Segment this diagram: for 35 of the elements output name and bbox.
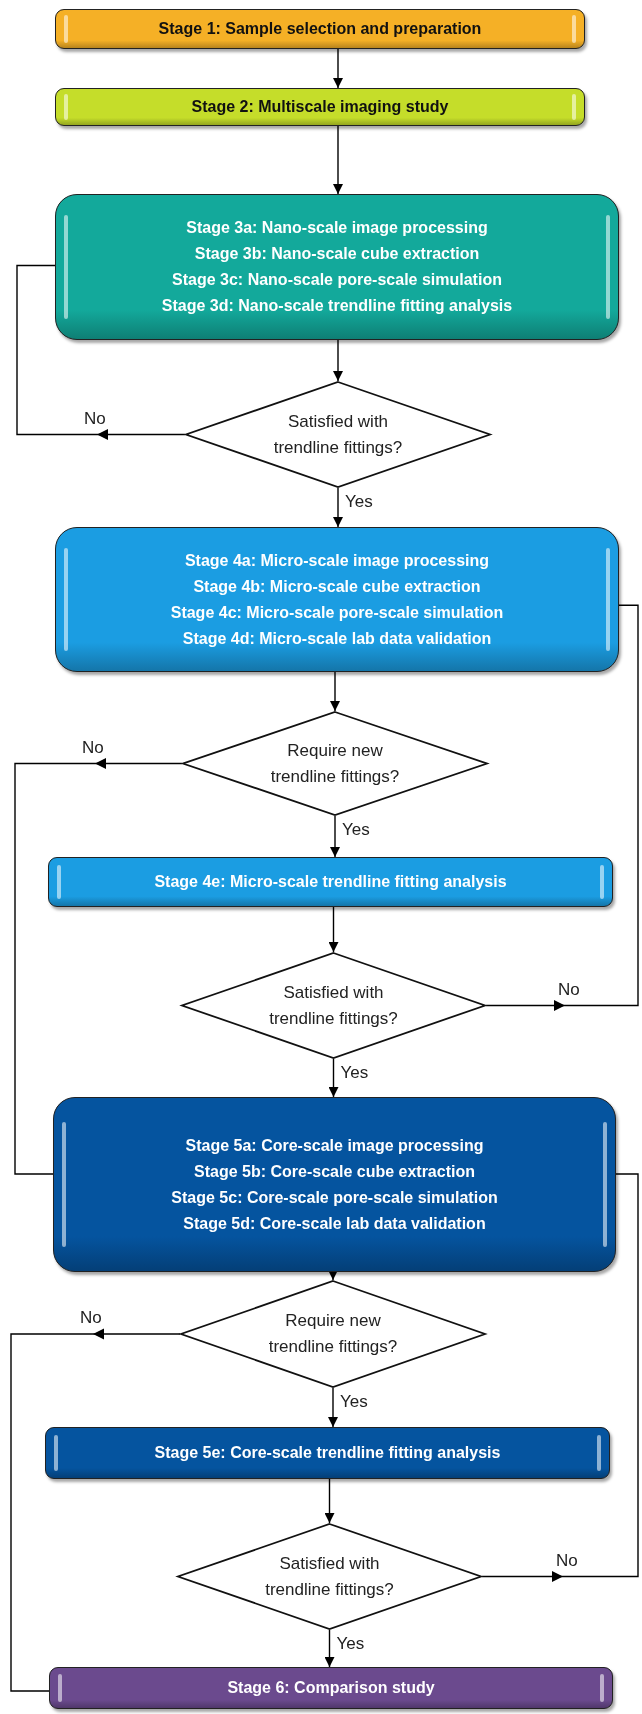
process-box	[55, 527, 619, 672]
process-box	[45, 1427, 610, 1479]
step-text: Stage 4a: Micro-scale image processing	[184, 550, 490, 571]
decision-diamond	[177, 1523, 482, 1630]
step-text: Stage 3a: Nano-scale image processing	[186, 218, 488, 238]
decision-diamond	[185, 381, 491, 488]
decision-diamond	[180, 1280, 486, 1388]
process-box	[55, 9, 585, 49]
decision-text: Satisfied with trendline fittings?	[268, 981, 399, 1030]
process-box	[48, 857, 613, 907]
step-text: Stage 3d: Nano-scale trendline fitting analysis	[161, 296, 513, 316]
decision-text: Require new trendline fittings?	[269, 739, 401, 788]
decision-diamond	[182, 711, 488, 816]
decision-text: Satisfied with trendline fittings?	[272, 410, 404, 459]
step-text: Stage 6: Comparison study	[227, 1678, 435, 1698]
process-box	[53, 1097, 616, 1272]
step-text: Stage 4e: Micro-scale trendline fitting analysis	[154, 872, 507, 892]
step-text: Stage 3c: Nano-scale pore-scale simulation	[172, 270, 502, 290]
process-box	[55, 194, 619, 340]
process-box	[49, 1667, 613, 1709]
step-text: Stage 4c: Micro-scale pore-scale simulation	[170, 602, 504, 623]
step-text: Stage 5c: Core-scale pore-scale simulation	[171, 1187, 498, 1208]
step-text: Stage 1: Sample selection and preparation	[158, 19, 482, 39]
step-text: Stage 5e: Core-scale trendline fitting analysis	[154, 1443, 501, 1463]
step-text: Stage 5b: Core-scale cube extraction	[194, 1161, 475, 1182]
decision-text: Satisfied with trendline fittings?	[264, 1552, 395, 1601]
step-text: Stage 4d: Micro-scale lab data validation	[182, 628, 492, 649]
step-text: Stage 2: Multiscale imaging study	[191, 97, 449, 117]
step-text: Stage 3b: Nano-scale cube extraction	[194, 244, 480, 264]
step-text: Stage 5a: Core-scale image processing	[185, 1135, 484, 1156]
decision-diamond	[181, 952, 486, 1059]
decision-text: Require new trendline fittings?	[267, 1310, 399, 1358]
step-text: Stage 4b: Micro-scale cube extraction	[193, 576, 481, 597]
process-box	[55, 88, 585, 126]
step-text: Stage 5d: Core-scale lab data validation	[183, 1213, 486, 1234]
